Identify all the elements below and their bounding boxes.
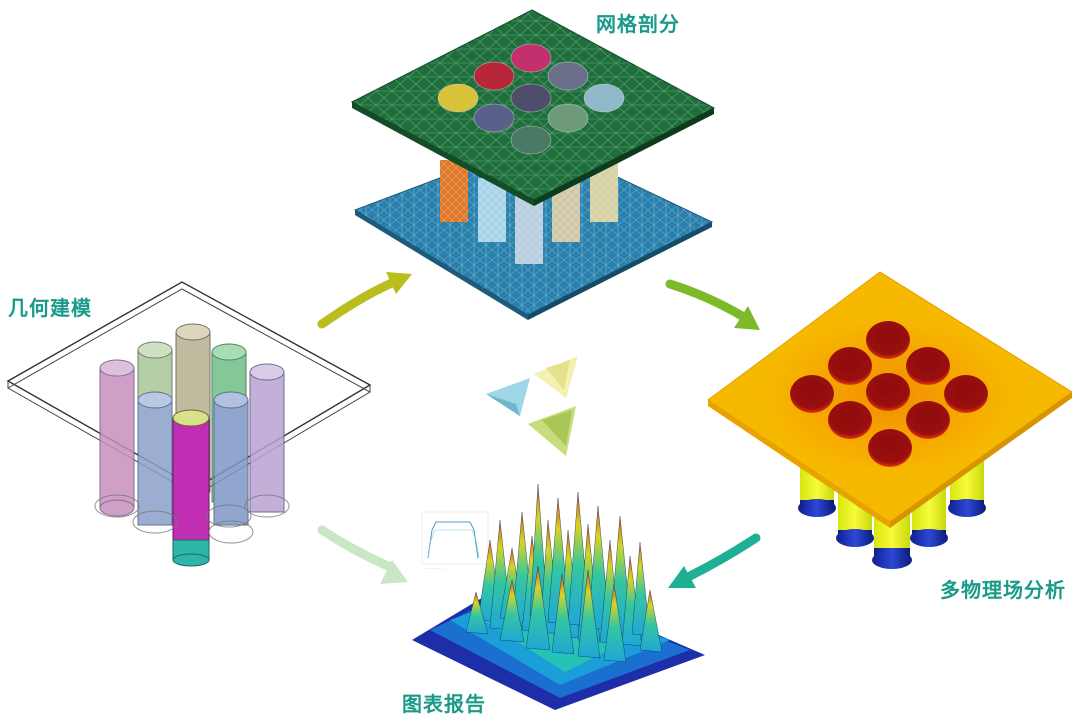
label-chart-report: 图表报告 bbox=[402, 692, 486, 716]
label-geometry-modeling: 几何建模 bbox=[8, 296, 92, 320]
report-illustration bbox=[412, 483, 705, 710]
mesh-model-illustration bbox=[350, 9, 716, 320]
arrow-mesh-to-multiphysics bbox=[665, 279, 760, 330]
triangle-logo-icon bbox=[486, 356, 578, 456]
arrow-geometry-to-report bbox=[317, 525, 408, 584]
label-multiphysics-analysis: 多物理场分析 bbox=[940, 578, 1066, 602]
label-mesh-generation: 网格剖分 bbox=[596, 12, 680, 36]
mini-line-chart bbox=[421, 511, 489, 565]
geometry-model-illustration bbox=[6, 281, 372, 567]
arrow-geometry-to-mesh bbox=[317, 272, 412, 329]
arrow-multiphysics-to-report bbox=[668, 533, 761, 588]
multiphysics-illustration bbox=[707, 271, 1073, 569]
mini-chart-caption: · · · · · · bbox=[426, 566, 444, 572]
